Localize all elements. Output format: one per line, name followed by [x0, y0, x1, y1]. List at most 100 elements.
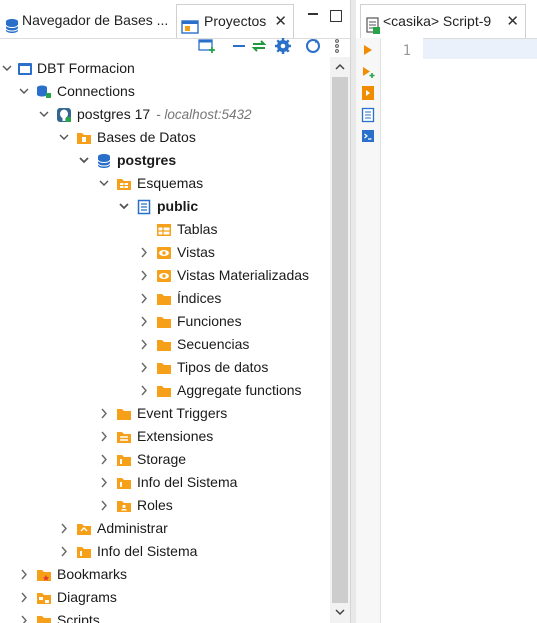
projects-toolbar — [190, 37, 350, 57]
folder-icon — [156, 360, 172, 376]
project-icon — [17, 61, 33, 77]
database-icon — [96, 153, 112, 169]
chevron-right-icon[interactable] — [137, 333, 151, 356]
system-info-icon — [76, 544, 92, 560]
chevron-right-icon[interactable] — [137, 379, 151, 402]
postgresql-elephant-icon — [56, 107, 72, 123]
console-icon[interactable] — [361, 129, 375, 146]
chevron-down-icon[interactable] — [37, 103, 51, 126]
roles-icon — [116, 498, 132, 514]
tree-label: Vistas — [177, 244, 215, 260]
views-eye-icon — [156, 245, 172, 261]
tree-label: Event Triggers — [137, 405, 228, 421]
scripts-icon — [36, 613, 52, 623]
tree-label: Vistas Materializadas — [177, 267, 310, 283]
database-navigator-icon — [4, 13, 20, 37]
chevron-right-icon[interactable] — [97, 494, 111, 517]
tree-label: Scripts — [57, 612, 100, 623]
projects-pane — [0, 0, 352, 623]
tree-label: Connections — [57, 83, 135, 99]
chevron-right-icon[interactable] — [97, 471, 111, 494]
folder-icon — [156, 314, 172, 330]
system-info-icon — [116, 475, 132, 491]
chevron-right-icon[interactable] — [57, 517, 71, 540]
link-with-editor-icon[interactable] — [250, 37, 268, 55]
editor-side-toolbar — [356, 38, 381, 623]
scrollbar-thumb[interactable] — [332, 77, 348, 603]
current-line-highlight[interactable] — [423, 39, 537, 59]
chevron-right-icon[interactable] — [137, 241, 151, 264]
chevron-right-icon[interactable] — [17, 586, 31, 609]
scroll-up-arrow-icon[interactable] — [333, 60, 347, 74]
sync-refresh-icon[interactable] — [304, 37, 322, 55]
chevron-right-icon[interactable] — [57, 540, 71, 563]
maximize-view-icon[interactable] — [330, 10, 342, 22]
collapse-all-icon[interactable] — [230, 37, 248, 55]
chevron-right-icon[interactable] — [97, 425, 111, 448]
chevron-down-icon[interactable] — [97, 172, 111, 195]
tree-label: Diagrams — [57, 589, 117, 605]
chevron-right-icon[interactable] — [137, 310, 151, 333]
chevron-right-icon[interactable] — [137, 287, 151, 310]
folder-icon — [116, 406, 132, 422]
connection-host: - localhost:5432 — [156, 107, 252, 122]
tree-label: Aggregate functions — [177, 382, 302, 398]
chevron-right-icon[interactable] — [137, 356, 151, 379]
tree-label: Esquemas — [137, 175, 204, 191]
diagrams-icon — [36, 590, 52, 606]
chevron-down-icon[interactable] — [117, 195, 131, 218]
extensions-icon — [116, 429, 132, 445]
execute-statement-icon[interactable] — [361, 43, 375, 60]
explain-plan-icon[interactable] — [361, 107, 375, 126]
code-editor-area[interactable] — [423, 59, 537, 623]
tree-label: DBT Formacion — [37, 60, 135, 76]
tree-label: Info del Sistema — [97, 543, 198, 559]
tab-script-label: <casika> Script-9 — [383, 13, 492, 29]
execute-in-new-tab-icon[interactable] — [361, 65, 375, 82]
tree-label: Info del Sistema — [137, 474, 238, 490]
tree-label: Administrar — [97, 520, 168, 536]
tables-icon — [156, 222, 172, 238]
chevron-right-icon[interactable] — [137, 264, 151, 287]
connection-name: postgres 17 — [77, 106, 151, 122]
chevron-right-icon[interactable] — [17, 609, 31, 623]
tab-projects[interactable]: Proyectos ✕ — [176, 4, 294, 38]
folder-icon — [156, 337, 172, 353]
connections-icon — [36, 84, 52, 100]
execute-script-icon[interactable] — [361, 85, 375, 104]
administer-icon — [76, 521, 92, 537]
chevron-right-icon[interactable] — [97, 448, 111, 471]
tab-script-9[interactable]: <casika> Script-9 ✕ — [360, 4, 526, 38]
tree-label: postgres 17 - localhost:5432 — [77, 103, 251, 126]
configure-gear-icon[interactable] — [274, 37, 292, 55]
chevron-down-icon[interactable] — [0, 57, 14, 80]
tree-label: Roles — [137, 497, 173, 513]
tree-label: Storage — [137, 451, 187, 467]
schema-icon — [136, 199, 152, 215]
tree-label: Bases de Datos — [97, 129, 196, 145]
pane-divider[interactable] — [350, 0, 356, 623]
chevron-right-icon[interactable] — [17, 563, 31, 586]
minimize-view-icon[interactable] — [306, 7, 320, 21]
tab-database-navigator[interactable]: Navegador de Bases ... — [0, 4, 176, 37]
scroll-down-arrow-icon[interactable] — [333, 605, 347, 619]
tree-label: Índices — [177, 290, 222, 306]
chevron-down-icon[interactable] — [17, 80, 31, 103]
schemas-folder-icon — [116, 176, 132, 192]
tree-label: public — [157, 198, 199, 214]
tab-projects-label: Proyectos — [204, 13, 267, 29]
chevron-right-icon[interactable] — [97, 402, 111, 425]
new-project-icon[interactable] — [198, 37, 216, 55]
bookmarks-icon — [36, 567, 52, 583]
view-menu-icon[interactable] — [328, 37, 346, 55]
chevron-down-icon[interactable] — [77, 149, 91, 172]
chevron-down-icon[interactable] — [57, 126, 71, 149]
sql-script-icon — [365, 13, 381, 38]
left-tab-bar: Navegador de Bases ... Proyectos ✕ — [0, 0, 352, 39]
tree-label: Secuencias — [177, 336, 250, 352]
folder-database-icon — [76, 130, 92, 146]
line-number-gutter — [381, 38, 423, 623]
storage-icon — [116, 452, 132, 468]
close-tab-icon[interactable]: ✕ — [506, 13, 519, 30]
close-tab-icon[interactable]: ✕ — [274, 13, 287, 30]
